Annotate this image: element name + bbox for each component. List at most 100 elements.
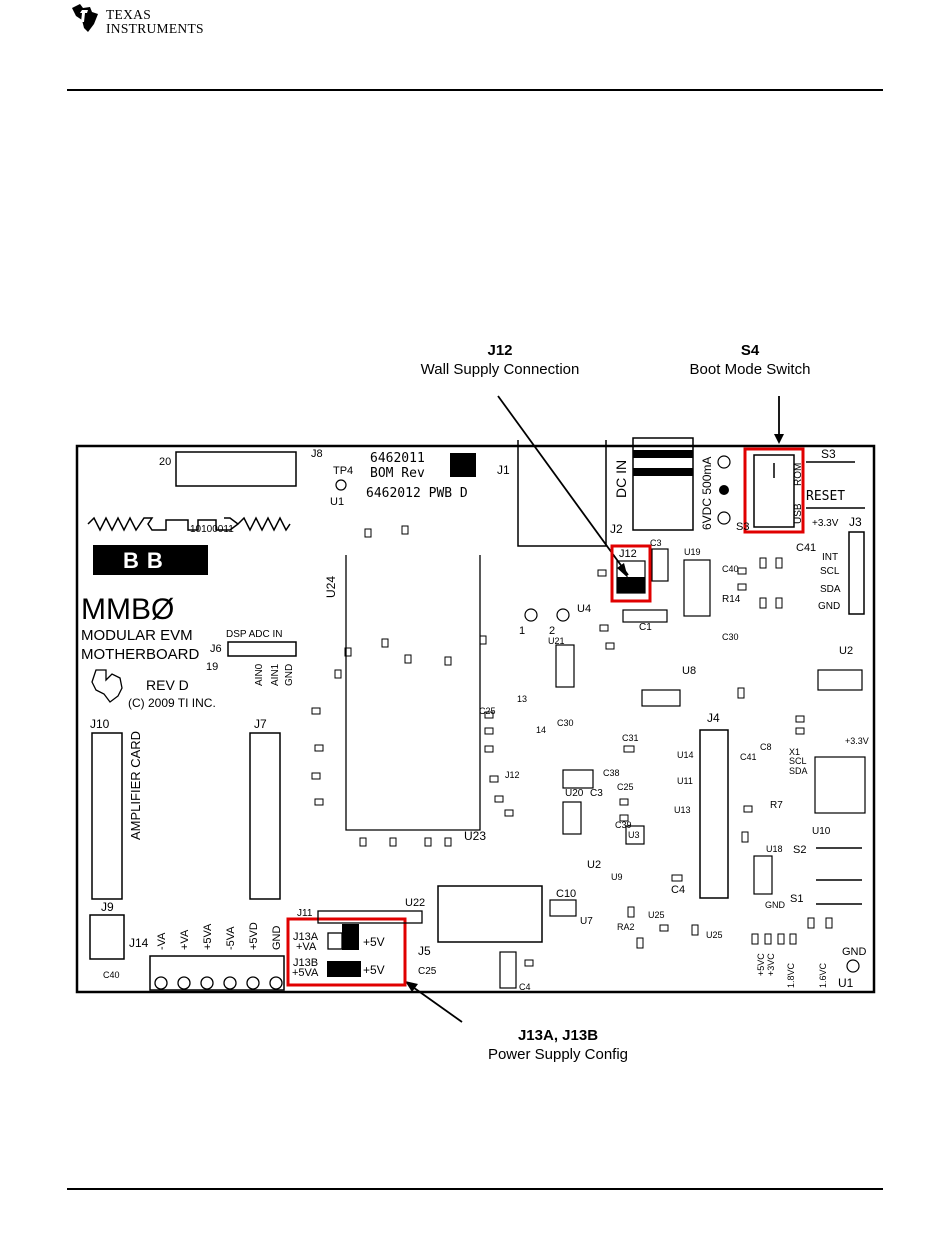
j13b-label: J13B (293, 957, 318, 969)
j9-label: J9 (101, 900, 114, 914)
bom-rev: BOM Rev (370, 466, 425, 481)
s4-label: S3 (736, 521, 749, 533)
pwr-3vc: +3VC (766, 953, 776, 976)
j3-label: J3 (849, 515, 862, 529)
j13b-5va: +5VA (292, 967, 319, 979)
pwr-1v6c: 1.6VC (818, 962, 828, 988)
u16-label: U19 (684, 547, 701, 557)
j8-header (175, 451, 297, 487)
pwr-1v8c: 1.8VC (786, 962, 796, 988)
callout-j13: J13A, J13B Power Supply Config (468, 1026, 648, 1064)
u2-chip (817, 669, 863, 691)
binary-label: 10100011 (190, 524, 234, 535)
j11-label: J11 (297, 908, 313, 919)
c25-label: C4 (519, 982, 531, 992)
j3-header (848, 531, 865, 615)
j12-label: J12 (619, 548, 637, 560)
j14-terminal-block (149, 955, 285, 991)
ra1-part (814, 756, 866, 814)
j3-pin-sda: SDA (820, 584, 841, 595)
board-outline (75, 444, 876, 994)
callout-s4-ref: S4 (740, 342, 760, 359)
j13a-label: J13A (293, 931, 319, 943)
dsp-adc-label: DSP ADC IN (226, 629, 283, 640)
j8-pin13: 20 (159, 456, 171, 468)
u2-label: U2 (839, 645, 853, 657)
c25-part (499, 951, 517, 989)
s4-rom-label: ROM (793, 463, 804, 486)
u13-label: U13 (674, 805, 691, 815)
ra2-label: 13 (517, 694, 527, 704)
j10-header (91, 732, 123, 900)
u8-chip (641, 689, 681, 707)
j5-label: J5 (418, 944, 431, 958)
j14-pin-minus-va: -VA (156, 932, 168, 950)
logo-line2: Instruments (106, 21, 204, 36)
u18-label: U21 (548, 636, 565, 646)
callout-s4-desc: Boot Mode Switch (689, 361, 811, 378)
sda-testpoint (556, 608, 570, 622)
board-subtitle2: MOTHERBOARD (81, 646, 200, 663)
j14-screws (154, 976, 283, 990)
ti-logo-text: Texas Instruments (106, 8, 204, 36)
dc-in-connector (632, 437, 694, 531)
c3-label: C1 (639, 622, 652, 633)
c43-label: C25 (479, 706, 496, 716)
u21-outline (345, 555, 481, 831)
board-title: MMBØ (81, 593, 174, 626)
callout-j13-desc: Power Supply Config (487, 1046, 629, 1063)
j3-pin-int: INT (822, 552, 838, 563)
tp3-gnd: U1 (330, 496, 344, 508)
callout-j12-ref: J12 (487, 342, 513, 359)
j13a-5v: +5V (363, 935, 385, 949)
sda-label: 2 (549, 625, 555, 637)
s4-switch (753, 454, 795, 528)
c31-label: C10 (556, 888, 576, 900)
c40-label: C30 (722, 632, 739, 642)
c41-label: C40 (722, 564, 739, 574)
resistor-graphic (87, 516, 291, 532)
board-copyright: (C) 2009 TI INC. (128, 696, 216, 710)
plus-terminal-icon (717, 455, 731, 469)
c38-label: C25 (418, 966, 437, 977)
u3-label: U2 (587, 859, 601, 871)
j4-header (699, 729, 729, 899)
r18-label: R14 (722, 594, 741, 605)
j3-pin-gnd: GND (818, 601, 840, 612)
j3-pin-scl: SCL (820, 566, 840, 577)
u14-label: U14 (677, 750, 694, 760)
u10-label: U10 (812, 826, 831, 837)
u17-chip (562, 801, 582, 835)
j4-label: J4 (707, 711, 720, 725)
c11-label: C38 (603, 768, 620, 778)
tp4-label: GND (842, 946, 867, 958)
pwr-5vc: +5VC (756, 953, 766, 976)
logo-line1: Texas (106, 7, 151, 22)
j1-jack (517, 440, 607, 547)
callout-s4: S4 Boot Mode Switch (670, 341, 830, 379)
tp4-pad (846, 959, 860, 973)
board-rev: REV D (146, 677, 189, 693)
r5-label: R7 (770, 800, 783, 811)
c10-label: C4 (671, 884, 685, 896)
c8-part (562, 769, 594, 789)
j6-header (227, 641, 297, 657)
u28-label: C8 (760, 742, 772, 752)
s2-label: S2 (793, 844, 806, 856)
j14-pin-minus-5va: -5VA (225, 926, 237, 950)
c46-label: C41 (740, 752, 757, 762)
j6-label: J6 (210, 643, 222, 655)
bb-logo-text: BB (123, 548, 171, 573)
dc-in-stripe1 (633, 450, 693, 458)
j7-header (249, 732, 281, 900)
r25-label: RA2 (617, 922, 635, 932)
j10-label: J10 (90, 717, 110, 731)
highlight-s4 (743, 447, 805, 534)
s1-label: S1 (790, 893, 803, 905)
u7-label: U7 (580, 916, 593, 927)
j12-jumper (617, 577, 645, 593)
j14-pin-gnd: GND (271, 926, 283, 951)
bb-logo (93, 545, 208, 575)
j14-label: J14 (129, 936, 149, 950)
arrow-s4-head (774, 434, 784, 444)
